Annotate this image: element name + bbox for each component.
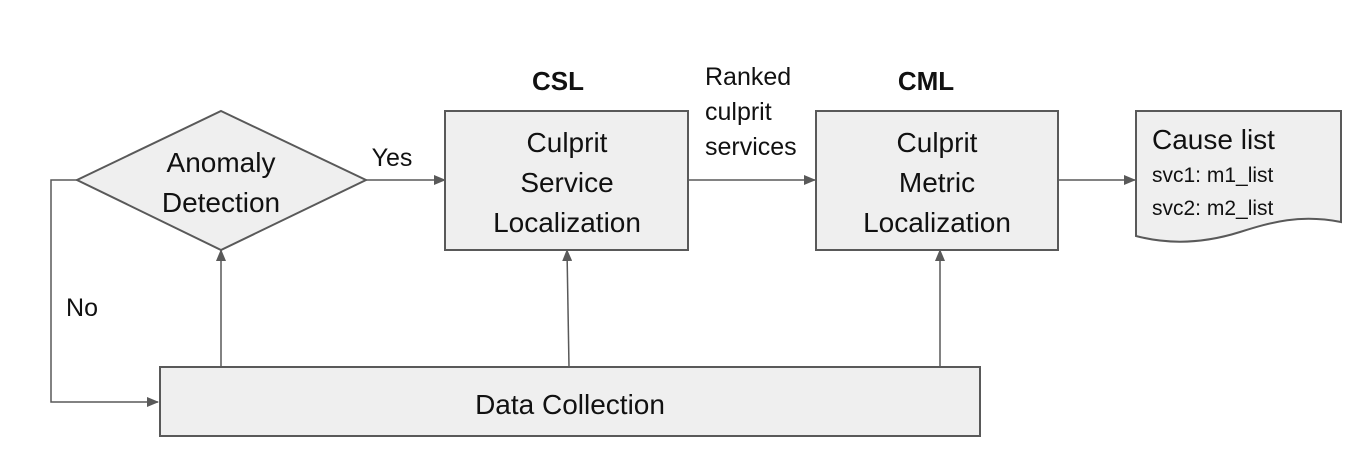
cml-line-2: Metric [899, 167, 975, 198]
node-culprit-service-localization: CSL Culprit Service Localization [444, 66, 689, 251]
cml-line-3: Localization [863, 207, 1011, 238]
cause-list-item-1: svc1: m1_list [1152, 164, 1274, 187]
yes-label: Yes [372, 144, 413, 172]
ranked-label-line-2: culprit [705, 98, 772, 126]
anomaly-detection-diamond [74, 109, 369, 252]
edge-data-to-csl-arrow [562, 249, 573, 368]
cml-heading: CML [898, 66, 954, 96]
edge-no-loop-arrow [50, 179, 159, 407]
cml-line-1: Culprit [897, 127, 978, 158]
csl-line-2: Service [520, 167, 613, 198]
node-anomaly-detection: Anomaly Detection [74, 109, 369, 252]
cml-box [815, 110, 1059, 251]
ranked-label-line-3: services [705, 133, 797, 161]
ranked-label-line-1: Ranked [705, 63, 791, 91]
node-data-collection: Data Collection [159, 366, 981, 437]
no-label: No [66, 294, 98, 322]
data-collection-box [159, 366, 981, 437]
edge-labels: Yes No Ranked culprit services [66, 63, 797, 322]
cause-list-title: Cause list [1152, 124, 1275, 155]
node-culprit-metric-localization: CML Culprit Metric Localization [815, 66, 1059, 251]
anomaly-detection-line-1: Anomaly [167, 147, 276, 178]
cause-list-document [1135, 110, 1342, 243]
node-cause-list: Cause list svc1: m1_list svc2: m2_list [1135, 110, 1342, 243]
csl-line-1: Culprit [527, 127, 608, 158]
csl-heading: CSL [532, 66, 584, 96]
edges [50, 175, 1136, 407]
csl-line-3: Localization [493, 207, 641, 238]
anomaly-detection-line-2: Detection [162, 187, 280, 218]
cause-list-item-2: svc2: m2_list [1152, 197, 1274, 220]
data-collection-label: Data Collection [475, 389, 665, 420]
csl-box [444, 110, 689, 251]
